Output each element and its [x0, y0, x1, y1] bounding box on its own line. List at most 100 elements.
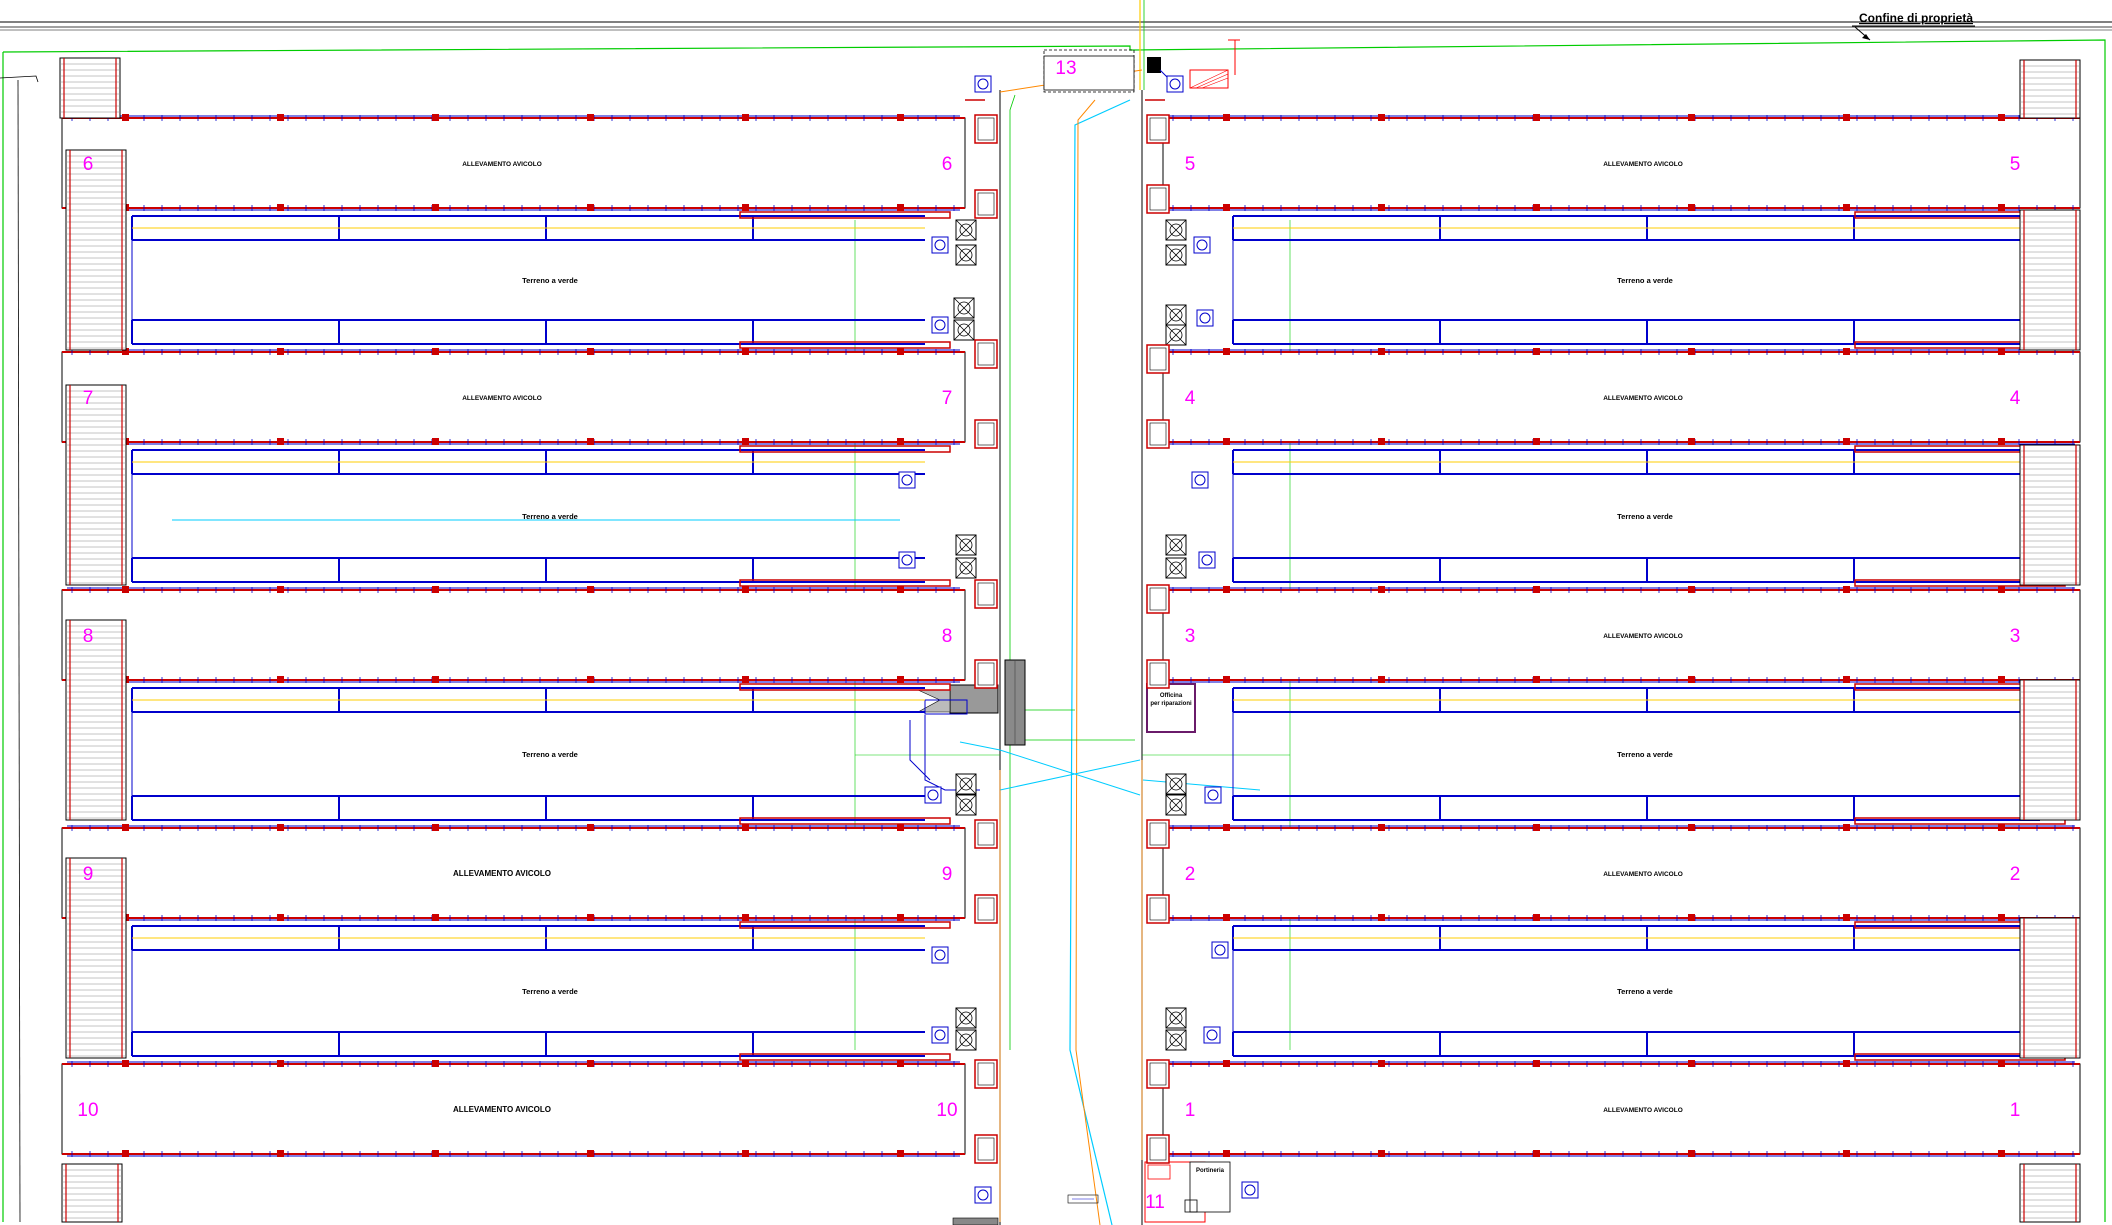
left-fitting-8 [931, 1026, 949, 1044]
right-end-grid-4 [2019, 679, 2081, 821]
fan-cross [955, 794, 977, 816]
equipment-box [897, 204, 904, 211]
barn-number-left-inner: 9 [942, 864, 953, 885]
barn-outline [61, 1063, 966, 1155]
fan-cross [955, 1007, 977, 1029]
fitting-frame [974, 75, 992, 93]
equipment-box [277, 114, 284, 121]
equipment-box [1223, 348, 1230, 355]
conveyor [739, 817, 951, 825]
left-room-2 [974, 189, 998, 219]
room-frame [1146, 584, 1170, 614]
right-room-7 [1146, 819, 1170, 849]
equipment-box [277, 204, 284, 211]
fan-ring [1169, 328, 1183, 342]
fan-ring [959, 538, 973, 552]
fitting-ring [1206, 1029, 1218, 1041]
equipment-box [1688, 438, 1695, 445]
property-line-label: Confine di proprietà [1859, 11, 1973, 25]
room-frame [1146, 894, 1170, 924]
room-frame [1146, 114, 1170, 144]
room-inner [1149, 1137, 1167, 1161]
left-end-grid-5 [65, 857, 127, 1059]
barn-number-right-inner: 3 [1185, 626, 1196, 647]
room-inner [977, 342, 995, 366]
fitting-ring [977, 1189, 989, 1201]
fitting-frame [931, 1026, 949, 1044]
fitting-ring [1194, 474, 1206, 486]
equipment-box [587, 1060, 594, 1067]
fan-cross [955, 219, 977, 241]
equipment-box [1998, 824, 2005, 831]
equipment-box [277, 1150, 284, 1157]
fitting-frame [1166, 75, 1184, 93]
equipment-box [587, 1150, 594, 1157]
equipment-box [1533, 204, 1540, 211]
fitting-ring [1244, 1184, 1256, 1196]
fitting-ring [1169, 78, 1181, 90]
room-inner [977, 822, 995, 846]
equipment-box [1843, 348, 1850, 355]
fan-ring [959, 561, 973, 575]
room-inner [1149, 822, 1167, 846]
barn-outline [1162, 351, 2081, 443]
barn-number-left-inner: 7 [942, 388, 953, 409]
fan-cross [1165, 557, 1187, 579]
left-barn-4 [61, 824, 966, 921]
equipment-box [1533, 114, 1540, 121]
equipment-box [122, 586, 129, 593]
room-inner [1149, 187, 1167, 211]
equipment-box [742, 348, 749, 355]
equipment-box [432, 438, 439, 445]
equipment-box [277, 438, 284, 445]
left-green-4 [131, 921, 951, 1061]
right-fitting-6 [1204, 786, 1222, 804]
equipment-box [432, 114, 439, 121]
right-fan-2 [1165, 244, 1187, 266]
fan-cross [1165, 324, 1187, 346]
equipment-box [1688, 1060, 1695, 1067]
right-fan-1 [1165, 219, 1187, 241]
room-inner [1149, 662, 1167, 686]
left-fan-4 [953, 319, 975, 341]
equipment-box [277, 586, 284, 593]
equipment-box [587, 114, 594, 121]
equipment-box [1998, 438, 2005, 445]
equipment-box [1378, 914, 1385, 921]
left-end-grid-2 [65, 149, 127, 351]
equipment-box [122, 114, 129, 121]
fan-cross [955, 534, 977, 556]
room-frame [974, 114, 998, 144]
equipment-box [897, 348, 904, 355]
grid-frame [2019, 209, 2081, 351]
barns [59, 57, 2081, 1223]
room-inner [1149, 422, 1167, 446]
fan-cross [1165, 794, 1187, 816]
left-fan-6 [955, 557, 977, 579]
equipment-box [897, 438, 904, 445]
green-area-label-left: Terreno a verde [522, 987, 578, 996]
barn-number-left-outer: 7 [83, 388, 94, 409]
right-fitting-9 [1241, 1181, 1259, 1199]
fan-cross [1165, 244, 1187, 266]
equipment-box [897, 914, 904, 921]
fan-cross [1165, 773, 1187, 795]
barn-outline [1162, 117, 2081, 209]
barn-label-right: ALLEVAMENTO AVICOLO [1603, 871, 1683, 878]
equipment-box [1688, 348, 1695, 355]
equipment-box [1998, 204, 2005, 211]
green-area-label-right: Terreno a verde [1617, 512, 1673, 521]
barn-label-left: ALLEVAMENTO AVICOLO [453, 1105, 551, 1114]
left-fan-1 [955, 219, 977, 241]
grid-frame [2019, 917, 2081, 1059]
equipment-box [1533, 1150, 1540, 1157]
fitting-frame [1196, 309, 1214, 327]
room-frame [1146, 1059, 1170, 1089]
fitting-ring [901, 554, 913, 566]
grid-frame [2019, 1163, 2081, 1223]
workshop-label: Officina [1160, 693, 1183, 699]
right-fan-7 [1165, 773, 1187, 795]
equipment-box [587, 204, 594, 211]
equipment-box [742, 204, 749, 211]
